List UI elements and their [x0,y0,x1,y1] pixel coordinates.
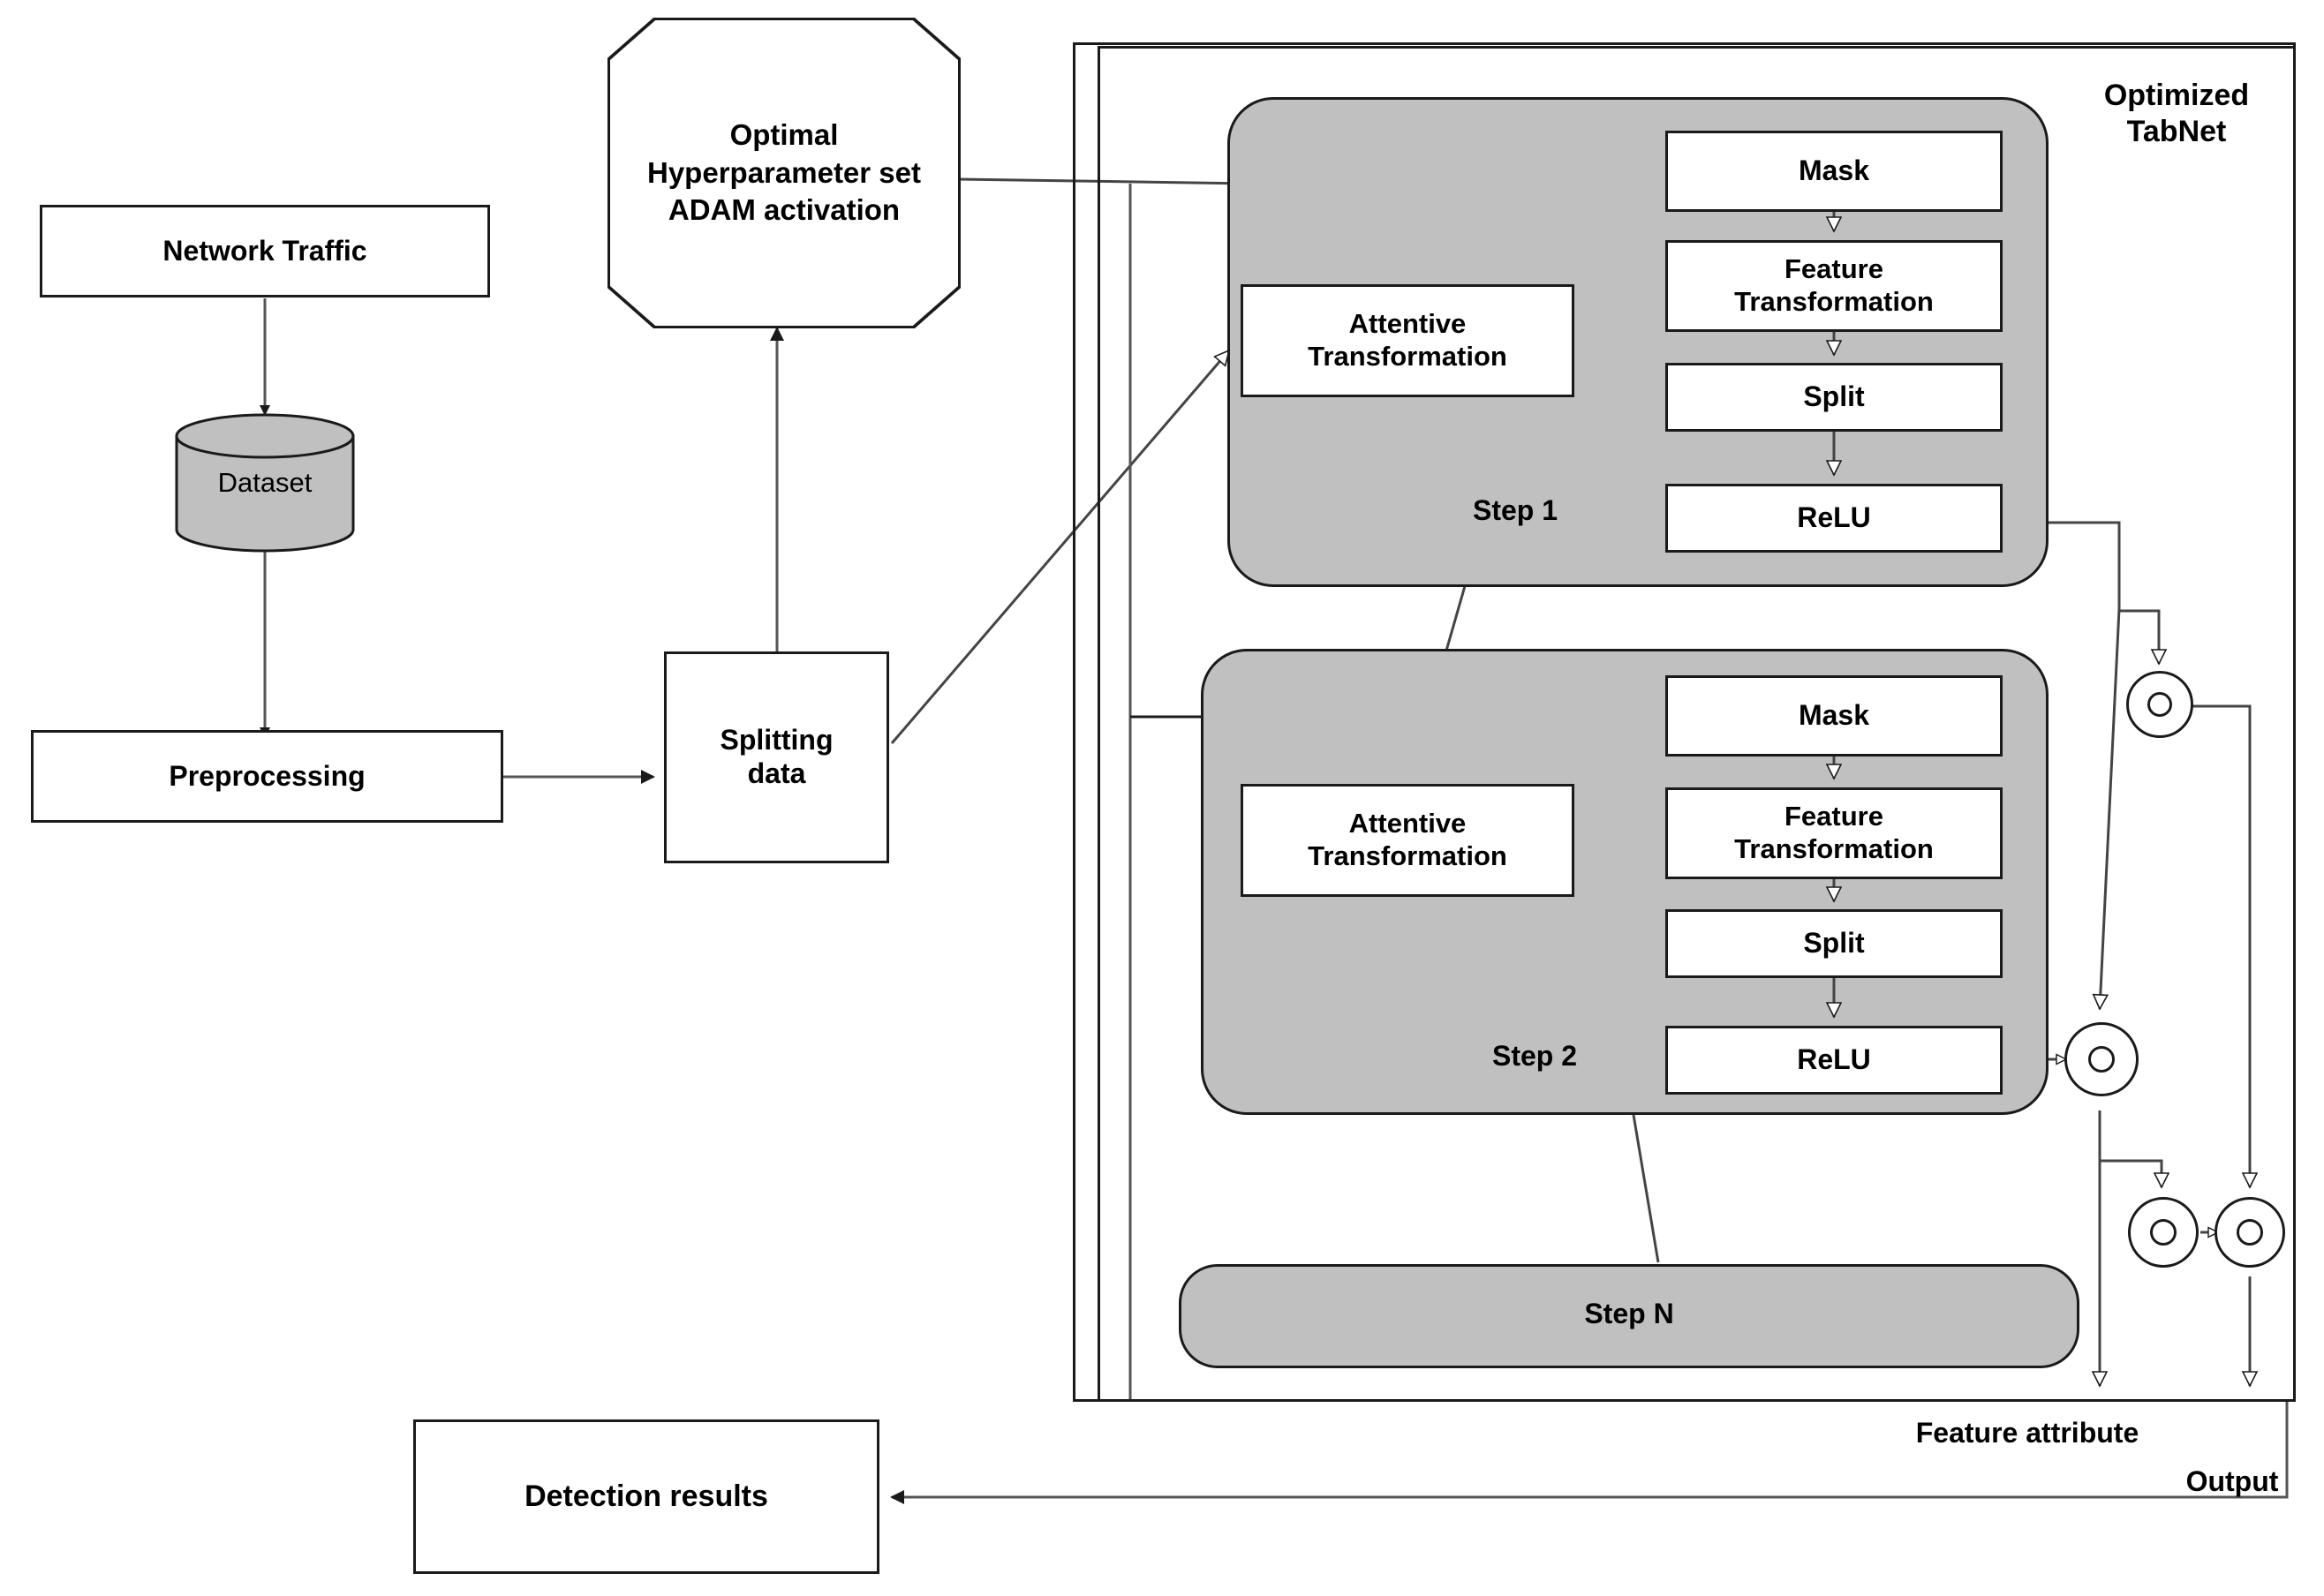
network-traffic-box[interactable]: Network Traffic [40,205,490,297]
step-n-group [1179,1264,2079,1368]
concat-circle-c-inner [2150,1219,2177,1246]
dataset-label: Dataset [217,467,313,498]
step-2-feature-transformation[interactable]: Feature Transformation [1665,787,2003,879]
optimized-tabnet-inner-box [1098,46,2296,1402]
concat-circle-d[interactable] [2215,1197,2285,1268]
concat-circle-b[interactable] [2064,1022,2139,1096]
concat-circle-b-inner [2088,1046,2115,1073]
feature-attribute-label: Feature attribute [1915,1417,2139,1449]
step-2-split[interactable]: Split [1665,909,2003,978]
preprocessing-box[interactable]: Preprocessing [31,730,503,823]
dataset-cylinder[interactable]: Dataset [172,413,358,553]
splitting-data-box[interactable]: Splitting data [664,651,889,863]
detection-results-box[interactable]: Detection results [413,1419,879,1574]
step-1-attentive-transformation[interactable]: Attentive Transformation [1241,284,1574,397]
optimized-tabnet-title: Optimized TabNet [2103,79,2250,148]
step-1-split[interactable]: Split [1665,363,2003,432]
hyperparameter-octagon[interactable]: Optimal Hyperparameter set ADAM activati… [610,20,958,326]
step-1-feature-transformation[interactable]: Feature Transformation [1665,240,2003,332]
concat-circle-a[interactable] [2126,671,2193,738]
step-2-relu[interactable]: ReLU [1665,1026,2003,1095]
step-2-attentive-transformation[interactable]: Attentive Transformation [1241,784,1574,897]
step-n-label: Step N [1584,1298,1674,1329]
concat-circle-c[interactable] [2128,1197,2199,1268]
step-1-label: Step 1 [1473,494,1558,526]
output-label: Output [2185,1465,2279,1497]
step-2-label: Step 2 [1492,1040,1578,1072]
step-1-relu[interactable]: ReLU [1665,484,2003,553]
concat-circle-d-inner [2237,1219,2263,1246]
step-2-mask[interactable]: Mask [1665,675,2003,757]
step-1-mask[interactable]: Mask [1665,131,2003,212]
concat-circle-a-inner [2147,692,2172,717]
